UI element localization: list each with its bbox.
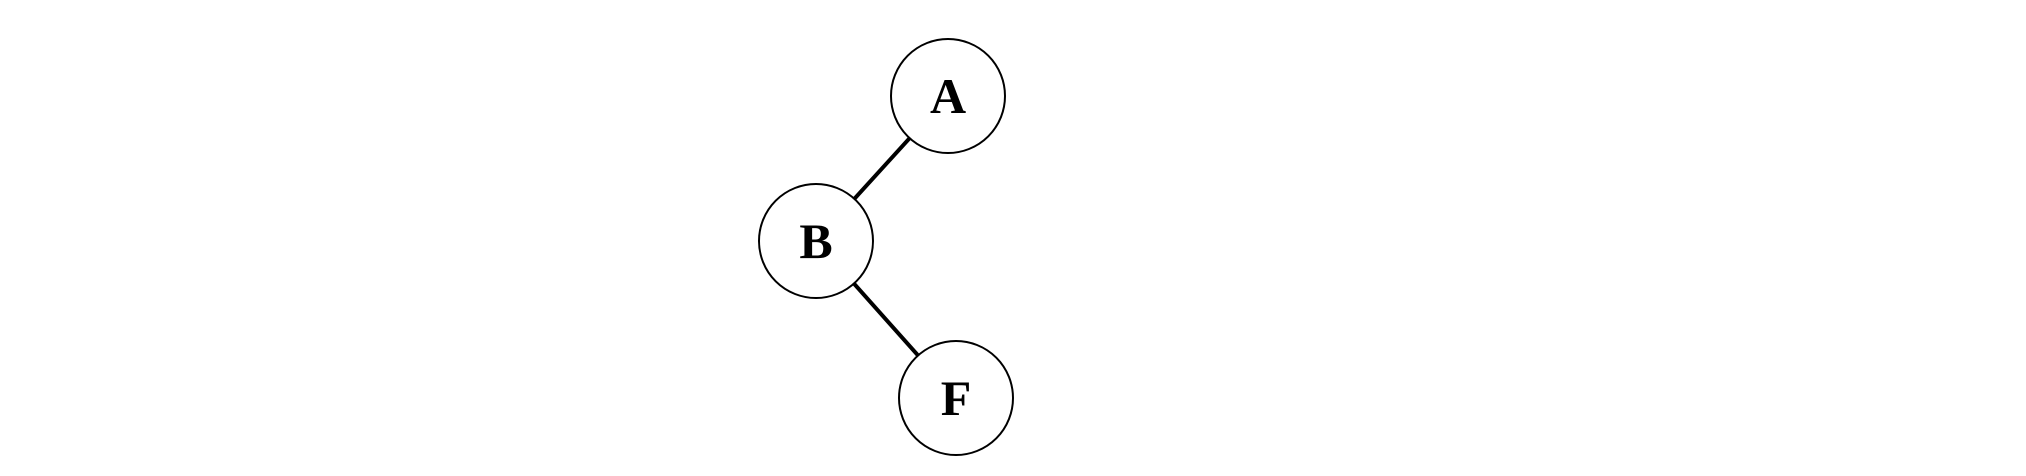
graph-node-circle-A — [890, 38, 1006, 154]
graph-node-F: F — [898, 340, 1014, 456]
node-layer: A B F — [758, 38, 1014, 456]
graph-node-label-A: A — [930, 68, 966, 124]
graph-node-B: B — [758, 183, 874, 299]
graph-node-circle-B — [758, 183, 874, 299]
graph-node-A: A — [890, 38, 1006, 154]
graph-node-circle-F — [898, 340, 1014, 456]
graph-node-label-B: B — [799, 213, 832, 269]
graph-node-label-F: F — [941, 370, 972, 426]
